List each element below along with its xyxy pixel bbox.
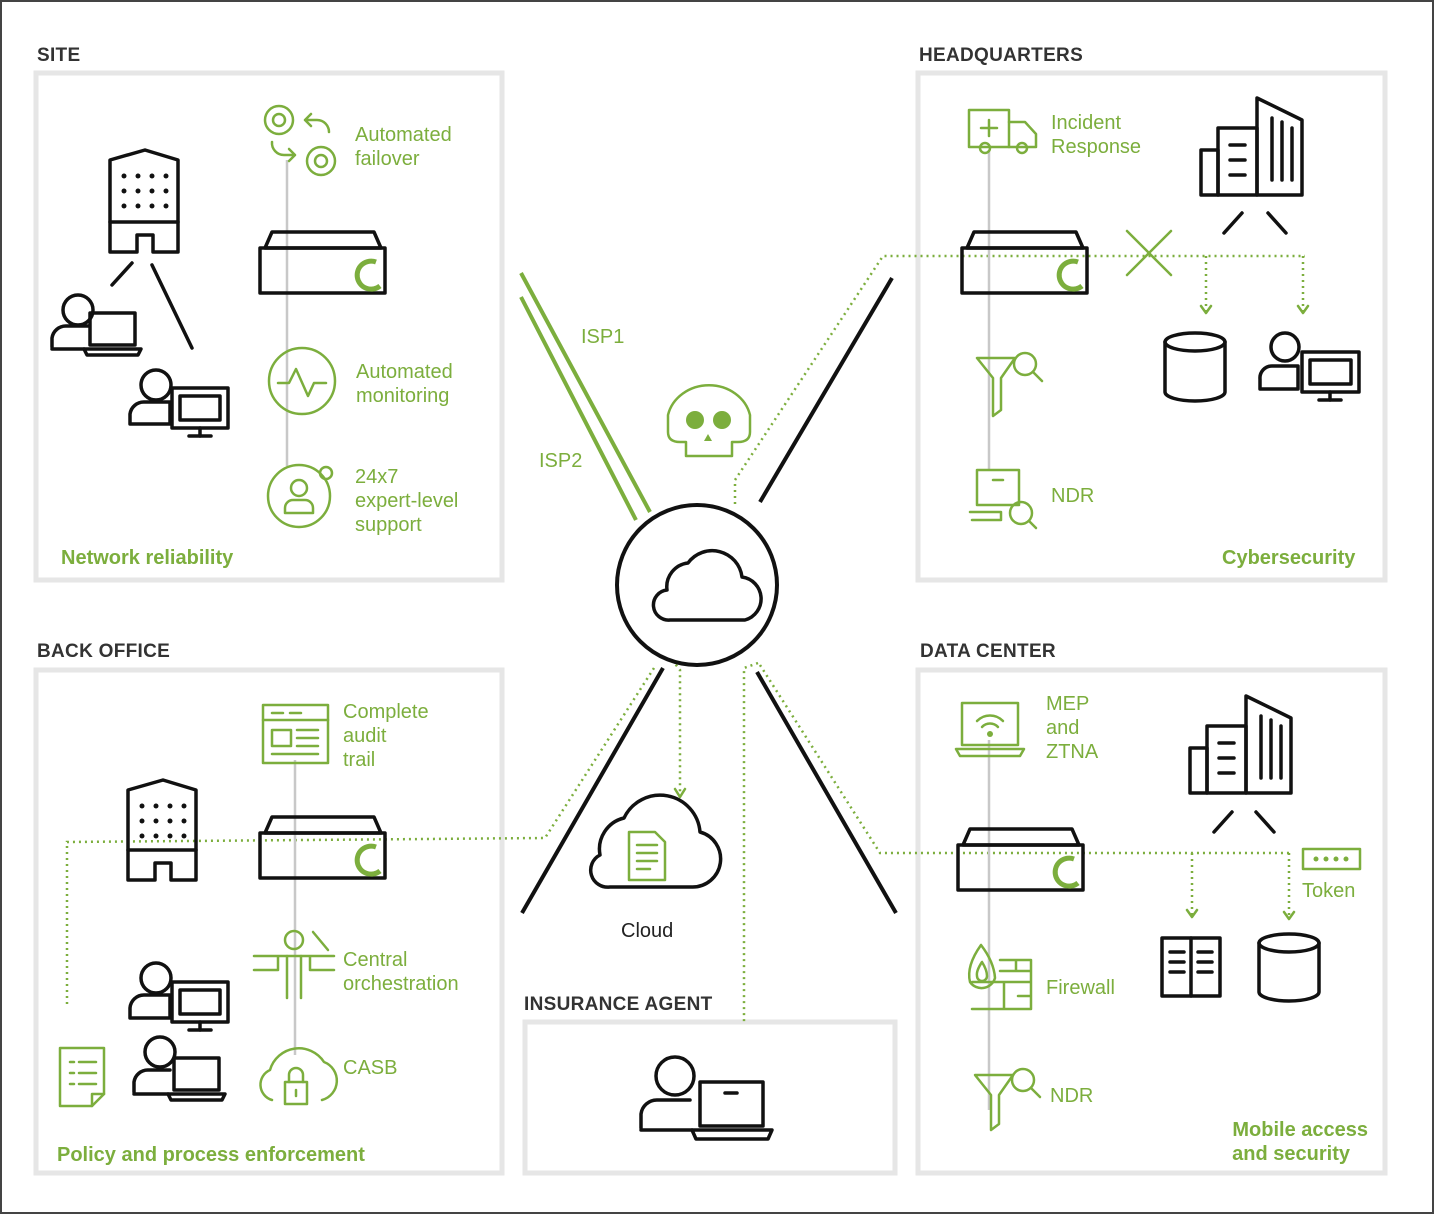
policy-document-icon bbox=[58, 1046, 106, 1108]
blocked-x-icon bbox=[1125, 229, 1173, 277]
hq-ndr-label: NDR bbox=[1051, 485, 1094, 507]
isp2-label: ISP2 bbox=[539, 450, 582, 472]
mep-label-1: MEP bbox=[1046, 693, 1089, 715]
ndr-laptop-search-icon bbox=[968, 468, 1038, 530]
bo-user-desktop-icon bbox=[128, 961, 230, 1032]
dc-ndr-label: NDR bbox=[1050, 1085, 1093, 1107]
audit-trail-icon bbox=[261, 703, 330, 765]
firewall-icon bbox=[967, 943, 1033, 1011]
orchestration-label-2: orchestration bbox=[343, 973, 459, 995]
server-rack-icon bbox=[1160, 936, 1222, 998]
cloud-label: Cloud bbox=[621, 920, 673, 942]
failover-label-2: failover bbox=[355, 148, 420, 170]
audit-label-2: audit bbox=[343, 725, 387, 747]
orchestration-icon bbox=[252, 929, 336, 1000]
data-center-footer-2: and security bbox=[1232, 1143, 1351, 1165]
hq-building-icon bbox=[1199, 96, 1304, 197]
insurance-agent-box bbox=[522, 1019, 898, 1176]
monitoring-label-2: monitoring bbox=[356, 385, 449, 407]
site-box bbox=[33, 70, 505, 583]
agent-user-laptop-icon bbox=[639, 1055, 774, 1141]
headquarters-box bbox=[915, 70, 1388, 583]
support-label-3: support bbox=[355, 514, 422, 536]
dc-building-icon bbox=[1188, 694, 1293, 795]
back-office-title: BACK OFFICE bbox=[37, 641, 170, 662]
orchestration-label-1: Central bbox=[343, 949, 407, 971]
dc-database-icon bbox=[1257, 932, 1321, 1003]
hq-user-desktop-icon bbox=[1258, 331, 1361, 402]
bo-user-laptop-icon bbox=[132, 1035, 227, 1102]
site-title: SITE bbox=[37, 45, 80, 66]
dc-filter-search-icon bbox=[973, 1067, 1042, 1132]
conn-cloud-backoffice bbox=[65, 667, 656, 1008]
support-label-2: expert-level bbox=[355, 490, 458, 512]
wan-line-headquarters bbox=[758, 276, 894, 504]
insurance-agent-title: INSURANCE AGENT bbox=[524, 994, 713, 1015]
data-center-footer-1: Mobile access bbox=[1232, 1119, 1368, 1141]
incident-label-2: Response bbox=[1051, 136, 1141, 158]
back-office-building-icon bbox=[126, 778, 198, 882]
failover-icon bbox=[263, 104, 337, 177]
skull-threat-icon bbox=[666, 383, 752, 458]
user-laptop-icon bbox=[50, 293, 143, 357]
site-appliance-icon bbox=[258, 230, 387, 295]
cloud-storage-icon bbox=[589, 793, 723, 889]
headquarters-footer: Cybersecurity bbox=[1222, 547, 1356, 569]
isp1-label: ISP1 bbox=[581, 326, 624, 348]
casb-cloud-lock-icon bbox=[259, 1047, 339, 1106]
hq-database-icon bbox=[1163, 331, 1227, 403]
central-cloud-node bbox=[615, 503, 779, 667]
back-office-appliance-icon bbox=[258, 815, 387, 880]
wan-line-data-center bbox=[755, 671, 898, 914]
dc-appliance-icon bbox=[956, 827, 1085, 892]
casb-label: CASB bbox=[343, 1057, 397, 1079]
failover-label-1: Automated bbox=[355, 124, 452, 146]
token-label: Token bbox=[1302, 880, 1355, 902]
mep-label-2: and bbox=[1046, 717, 1079, 739]
mep-label-3: ZTNA bbox=[1046, 741, 1099, 763]
hq-appliance-icon bbox=[960, 230, 1089, 295]
audit-label-1: Complete bbox=[343, 701, 429, 723]
firewall-label: Firewall bbox=[1046, 977, 1115, 999]
token-icon bbox=[1301, 847, 1362, 871]
conn-cloud-datacenter bbox=[758, 664, 1292, 855]
monitoring-label-1: Automated bbox=[356, 361, 453, 383]
support-label-1: 24x7 bbox=[355, 466, 398, 488]
mep-ztna-icon bbox=[954, 701, 1026, 758]
conn-cloud-agent bbox=[742, 661, 759, 1022]
incident-label-1: Incident bbox=[1051, 112, 1121, 134]
user-desktop-icon bbox=[128, 368, 230, 438]
site-footer: Network reliability bbox=[61, 547, 234, 569]
back-office-box bbox=[33, 667, 505, 1176]
audit-label-3: trail bbox=[343, 749, 375, 771]
monitoring-icon bbox=[267, 346, 337, 416]
conn-cloud-headquarters bbox=[733, 254, 1305, 504]
data-center-box bbox=[915, 667, 1388, 1176]
wan-line-back-office bbox=[520, 667, 665, 914]
support-icon bbox=[266, 463, 334, 529]
data-center-title: DATA CENTER bbox=[920, 641, 1056, 662]
ambulance-icon bbox=[967, 108, 1038, 155]
isp-lines bbox=[519, 272, 652, 521]
cloud-icon bbox=[651, 548, 763, 622]
site-building-icon bbox=[108, 148, 180, 254]
headquarters-title: HEADQUARTERS bbox=[919, 45, 1083, 66]
back-office-footer: Policy and process enforcement bbox=[57, 1144, 365, 1166]
conn-cloud-storage bbox=[671, 659, 682, 796]
filter-search-icon bbox=[975, 351, 1044, 418]
